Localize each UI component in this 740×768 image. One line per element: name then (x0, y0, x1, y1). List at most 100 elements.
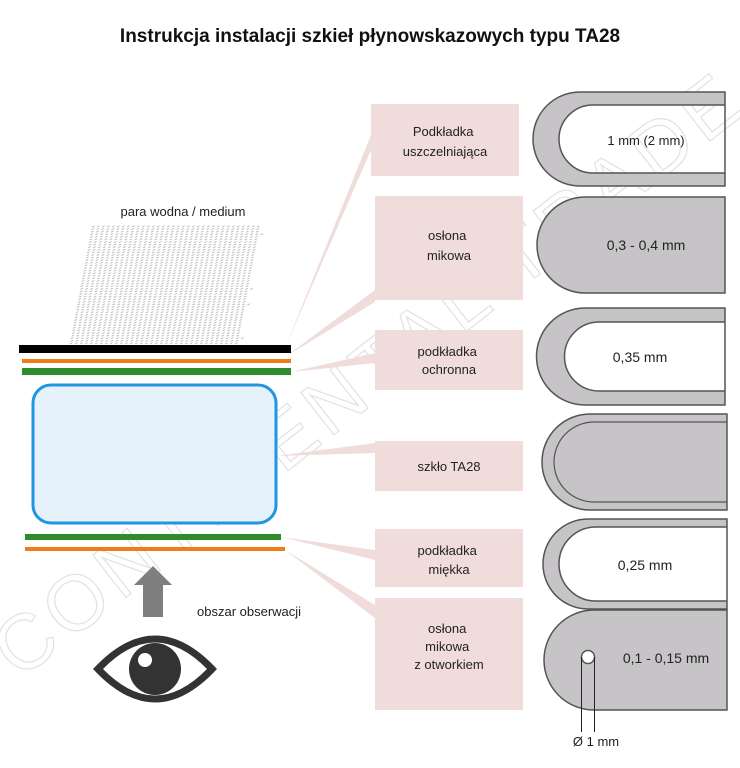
steam-stroke (243, 298, 247, 301)
steam-stroke (192, 326, 196, 329)
steam-stroke (80, 311, 84, 314)
steam-stroke (209, 293, 213, 295)
steam-stroke (174, 319, 178, 321)
steam-stroke (227, 248, 231, 251)
steam-stroke (166, 282, 169, 285)
steam-stroke (121, 282, 124, 285)
steam-stroke (125, 337, 129, 340)
steam-stroke (216, 225, 220, 228)
steam-stroke (75, 339, 79, 342)
steam-stroke (173, 269, 177, 272)
steam-stroke (87, 329, 91, 332)
steam-stroke (194, 342, 198, 345)
steam-stroke (111, 334, 115, 337)
steam-stroke (226, 254, 230, 256)
steam-stroke (112, 303, 116, 306)
steam-stroke (116, 254, 120, 256)
steam-stroke (186, 282, 189, 285)
steam-stroke (210, 259, 214, 262)
steam-stroke (161, 282, 164, 285)
steam-stroke (209, 267, 212, 269)
steam-stroke (233, 272, 236, 275)
steam-stroke (209, 264, 213, 267)
steam-stroke (164, 316, 168, 319)
steam-stroke (105, 337, 109, 340)
steam-stroke (189, 235, 193, 238)
steam-stroke (84, 290, 88, 293)
steam-stroke (218, 295, 222, 298)
medium-label: para wodna / medium (120, 204, 245, 219)
steam-stroke (174, 342, 178, 345)
steam-stroke (158, 298, 162, 301)
steam-stroke (119, 290, 123, 293)
steam-stroke (156, 282, 159, 285)
steam-stroke (95, 261, 98, 264)
steam-stroke (144, 316, 148, 319)
steam-stroke (151, 254, 155, 256)
steam-stroke (231, 308, 235, 311)
steam-stroke (240, 285, 244, 288)
steam-stroke (155, 287, 159, 290)
steam-stroke (105, 311, 109, 314)
steam-stroke (163, 241, 167, 243)
steam-stroke (171, 228, 175, 230)
steam-stroke (236, 332, 240, 334)
steam-stroke (139, 342, 143, 345)
steam-stroke (138, 243, 142, 246)
steam-stroke (80, 313, 84, 316)
steam-stroke (82, 300, 86, 303)
steam-stroke (138, 269, 142, 272)
steam-stroke (174, 264, 178, 267)
steam-stroke (134, 293, 138, 295)
steam-stroke (191, 251, 195, 254)
steam-stroke (131, 334, 135, 337)
steam-stroke (217, 326, 221, 329)
steam-stroke (199, 319, 203, 321)
steam-stroke (179, 342, 183, 345)
steam-stroke (111, 254, 115, 256)
steam-stroke (124, 264, 128, 267)
steam-stroke (199, 293, 203, 295)
steam-stroke (185, 311, 189, 314)
steam-stroke (211, 280, 215, 282)
steam-stroke (165, 311, 169, 314)
steam-stroke (170, 256, 174, 259)
steam-stroke (111, 308, 115, 311)
steam-stroke (181, 332, 185, 334)
steam-stroke (195, 337, 199, 340)
steam-stroke (154, 235, 158, 238)
steam-stroke (103, 241, 107, 243)
steam-stroke (215, 285, 219, 288)
steam-stroke (103, 272, 106, 275)
steam-stroke (118, 298, 122, 301)
steam-stroke (155, 230, 159, 233)
steam-stroke (215, 230, 219, 233)
steam-stroke (220, 311, 224, 314)
steam-stroke (162, 326, 166, 329)
steam-stroke (229, 319, 233, 321)
steam-stroke (244, 235, 248, 238)
steam-stroke (108, 321, 112, 324)
steam-stroke (252, 246, 256, 249)
steam-stroke (120, 287, 124, 290)
steam-stroke (111, 332, 115, 334)
steam-stroke (145, 233, 149, 236)
label-soft: podkładka miękka (418, 543, 481, 577)
steam-stroke (214, 342, 218, 345)
steam-stroke (231, 282, 234, 285)
steam-stroke (166, 225, 170, 228)
steam-stroke (246, 225, 250, 228)
steam-stroke (159, 238, 163, 241)
steam-stroke (208, 295, 212, 298)
steam-stroke (132, 246, 136, 249)
steam-stroke (92, 274, 96, 277)
steam-stroke (212, 277, 215, 280)
steam-stroke (178, 298, 182, 301)
steam-stroke (118, 243, 122, 246)
steam-stroke (173, 321, 177, 324)
steam-stroke (130, 233, 134, 236)
steam-stroke (106, 280, 110, 282)
steam-stroke (168, 321, 172, 324)
steam-stroke (179, 267, 182, 269)
steam-stroke (232, 277, 235, 280)
